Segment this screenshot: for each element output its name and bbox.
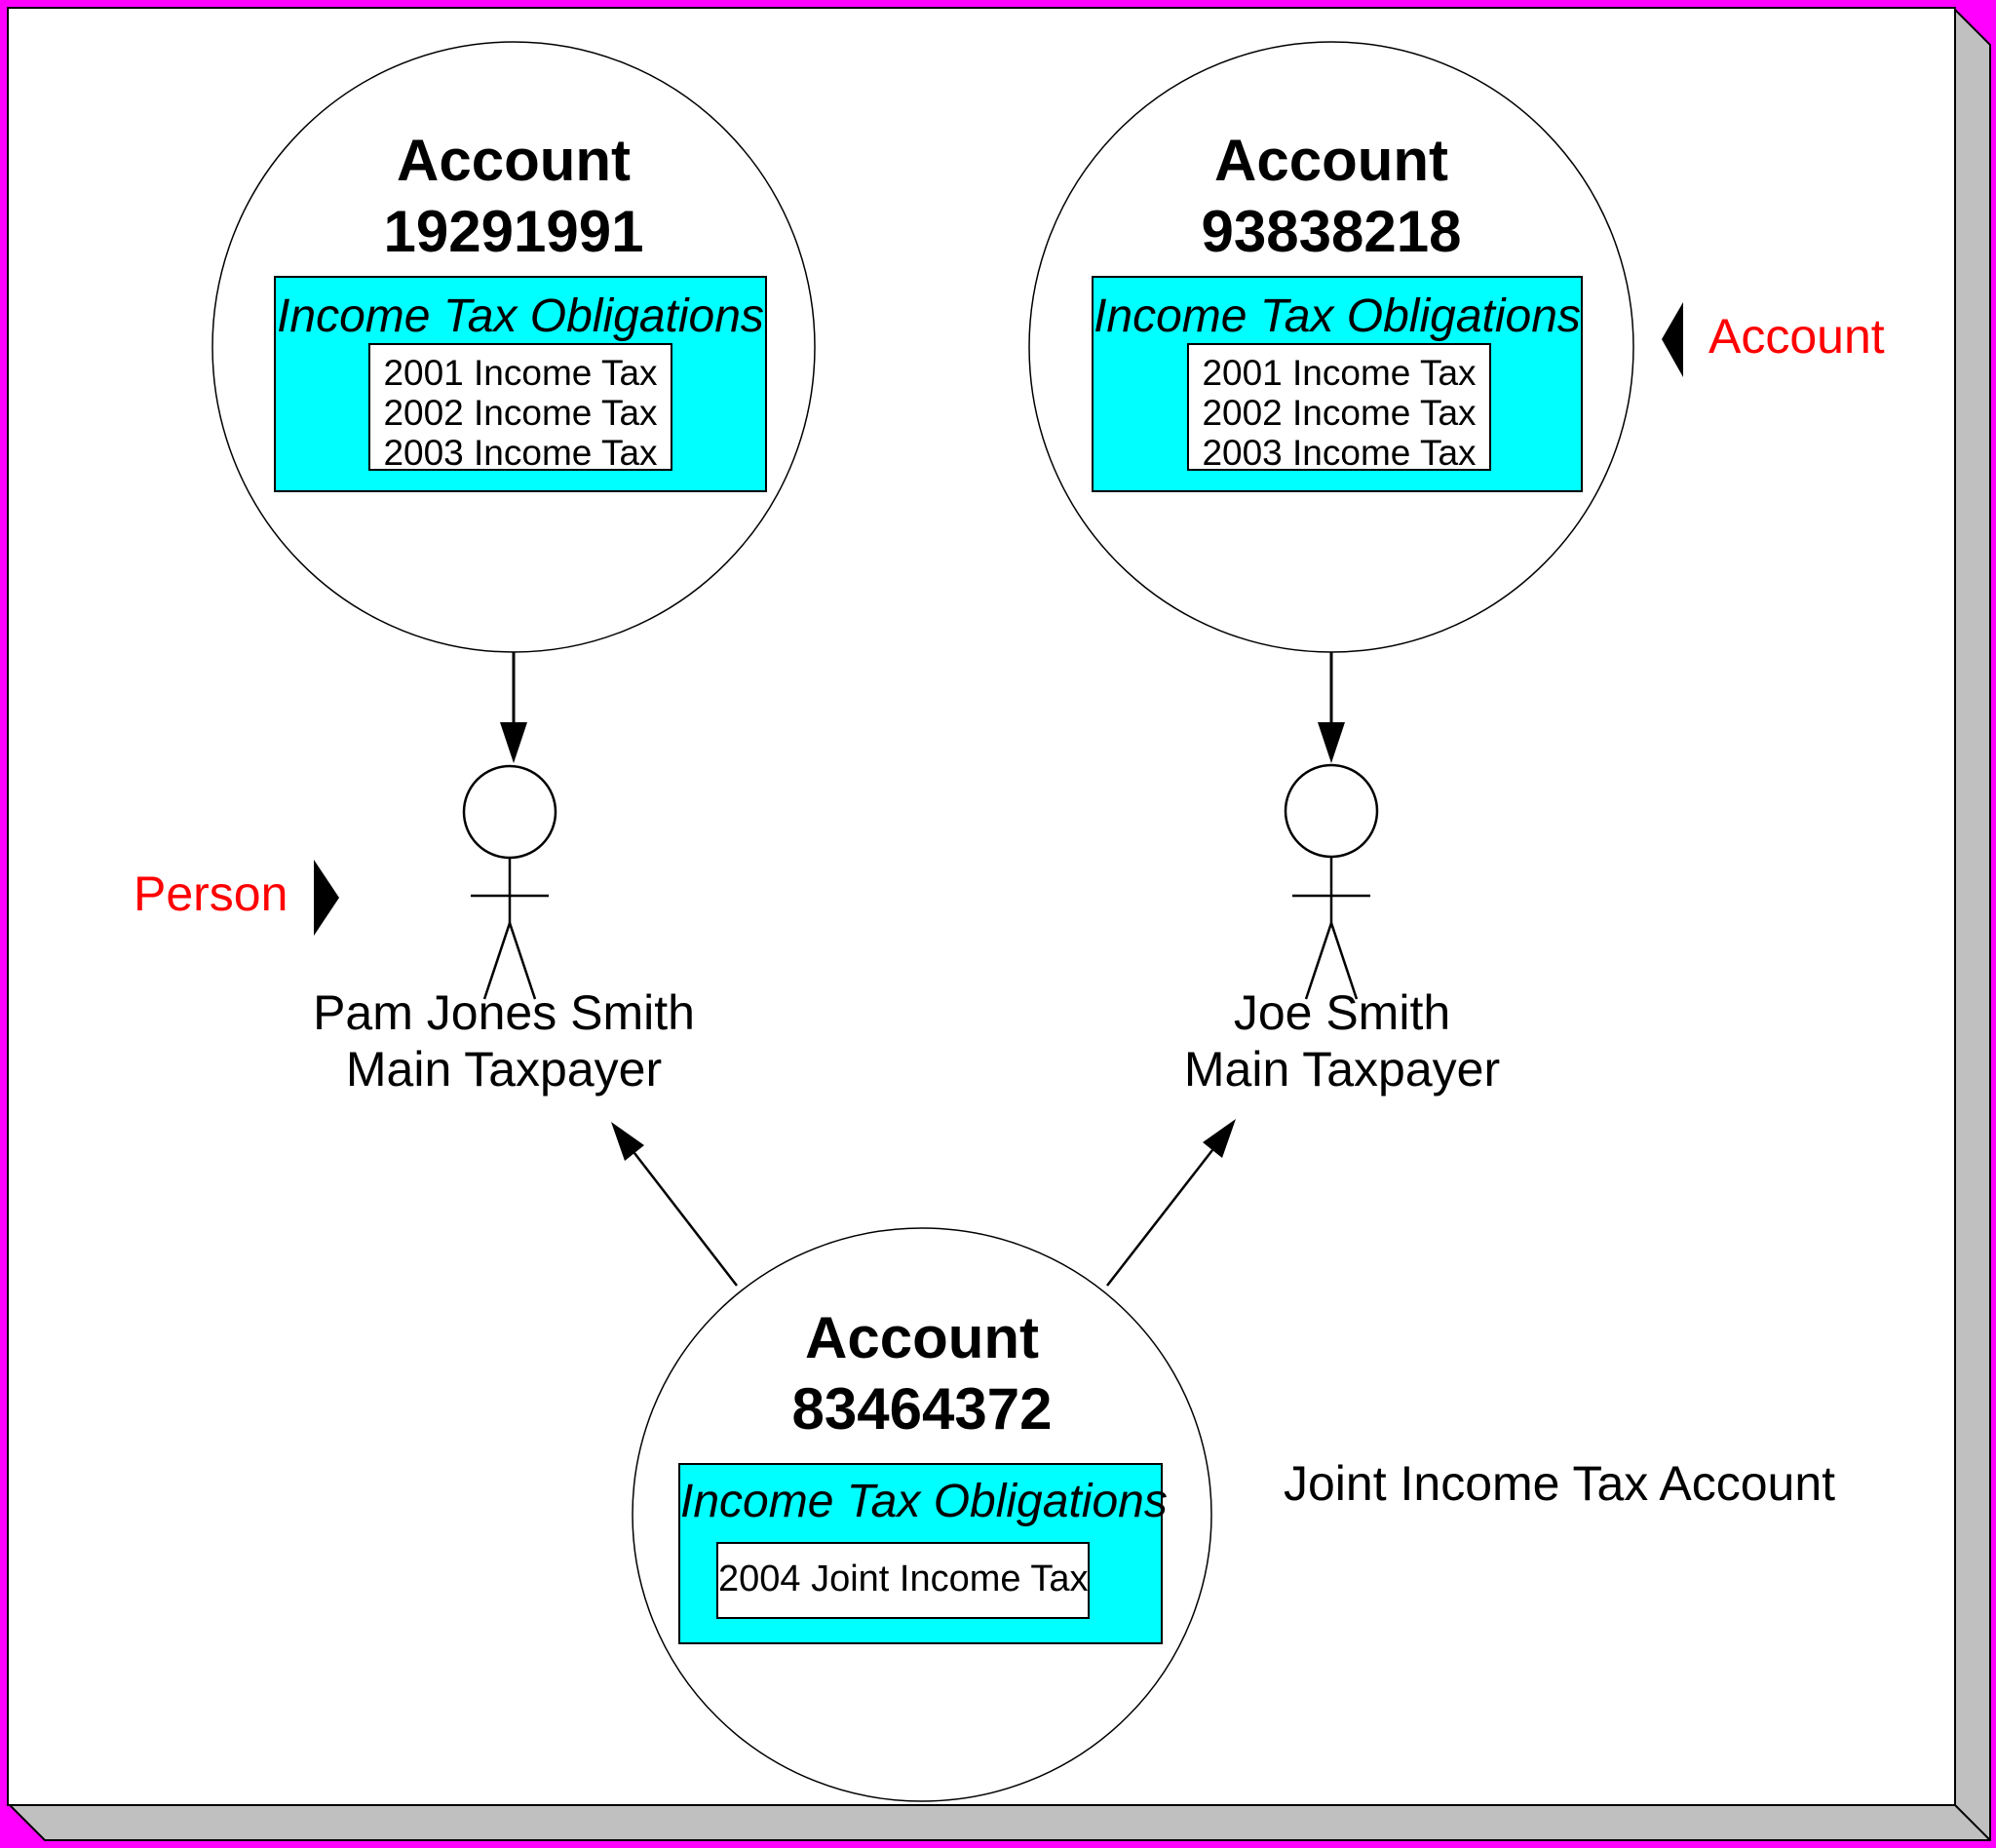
obligation-item: 2004 Joint Income Tax: [718, 1559, 1089, 1599]
account2-obligations-header: Income Tax Obligations: [1094, 290, 1581, 342]
account2-obligations-box: Income Tax Obligations 2001 Income Tax 2…: [1092, 276, 1583, 492]
person1-figure: [462, 764, 557, 1000]
obligation-item: 2001 Income Tax: [383, 353, 658, 393]
account3-obligations-header: Income Tax Obligations: [680, 1476, 1168, 1527]
account3-title-word: Account: [805, 1305, 1039, 1370]
person1-role: Main Taxpayer: [345, 1042, 663, 1097]
account1-to-person1-arrow: [500, 652, 527, 763]
joint-to-person1-arrow: [611, 1122, 738, 1287]
account1-obligations-box: Income Tax Obligations 2001 Income Tax 2…: [274, 276, 767, 492]
account2-title: Account 93838218: [1088, 125, 1575, 267]
joint-account-caption: Joint Income Tax Account: [1284, 1456, 1836, 1511]
account3-obligations-box: Income Tax Obligations 2004 Joint Income…: [678, 1463, 1168, 1644]
page-shadow-corner-line: [1954, 1804, 1991, 1841]
account2-to-person2-arrow: [1318, 652, 1345, 763]
person1-name: Pam Jones Smith: [313, 985, 695, 1040]
account-pointer-icon: [1662, 302, 1683, 377]
account2-obligations-list: 2001 Income Tax 2002 Income Tax 2003 Inc…: [1187, 343, 1491, 473]
account3-obligations-list: 2004 Joint Income Tax: [716, 1542, 1090, 1619]
person2-figure: [1284, 763, 1379, 1000]
obligation-item: 2002 Income Tax: [383, 393, 658, 433]
account1-title-word: Account: [397, 128, 631, 193]
account2-number: 93838218: [1201, 199, 1462, 264]
account1-title: Account 19291991: [270, 125, 757, 267]
person2-role: Main Taxpayer: [1183, 1042, 1501, 1097]
obligation-item: 2001 Income Tax: [1202, 353, 1477, 393]
account2-title-word: Account: [1214, 128, 1448, 193]
account1-obligations-list: 2001 Income Tax 2002 Income Tax 2003 Inc…: [368, 343, 672, 473]
obligation-item: 2003 Income Tax: [1202, 433, 1477, 473]
person1-label: Pam Jones Smith Main Taxpayer: [260, 984, 748, 1097]
obligation-item: 2003 Income Tax: [383, 433, 658, 473]
account-callout-label: Account: [1708, 309, 1885, 364]
joint-to-person2-arrow: [1106, 1119, 1236, 1287]
person2-name: Joe Smith: [1233, 985, 1451, 1040]
account1-number: 19291991: [383, 199, 644, 264]
account3-number: 83464372: [791, 1376, 1053, 1442]
account3-title: Account 83464372: [678, 1302, 1166, 1444]
person-pointer-icon: [314, 860, 339, 936]
person2-label: Joe Smith Main Taxpayer: [1098, 984, 1586, 1097]
account1-obligations-header: Income Tax Obligations: [277, 290, 764, 342]
person-callout-label: Person: [134, 866, 288, 921]
obligation-item: 2002 Income Tax: [1202, 393, 1477, 433]
